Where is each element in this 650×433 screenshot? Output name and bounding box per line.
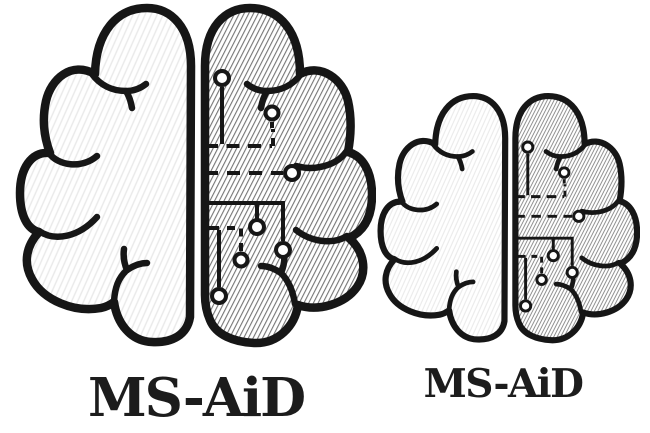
brain-logo-small (366, 90, 640, 347)
brain-icon (381, 96, 638, 340)
brain-icon (20, 8, 372, 343)
logo-wordmark-large: MS-AiD (87, 367, 306, 429)
logo-wordmark-small: MS-AiD (423, 361, 584, 407)
brain-logo-large (0, 0, 376, 352)
